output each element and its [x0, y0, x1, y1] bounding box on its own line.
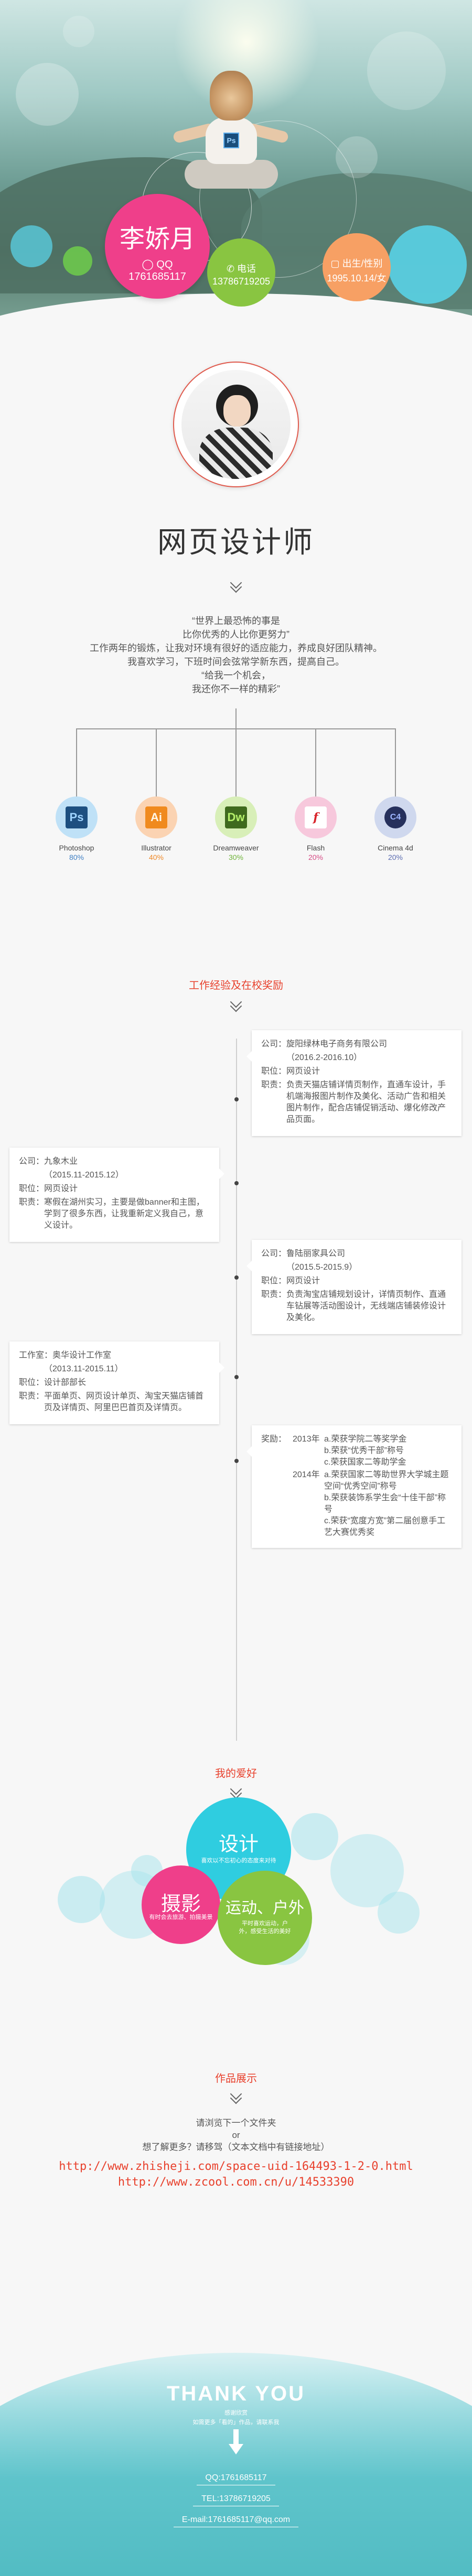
arrow-down-icon	[229, 2429, 243, 2459]
phone-circle: ✆ 电话 13786719205	[207, 238, 275, 307]
qq-icon: ◯	[142, 259, 157, 270]
chevron-down-icon	[230, 583, 242, 590]
experience-card-3: 公司：鲁陆丽家具公司 （2015.5-2015.9） 职位：网页设计 职责：负责…	[246, 1240, 462, 1334]
birth-gender: 1995.10.14/女	[327, 273, 387, 283]
link-zhisheji[interactable]: http://www.zhisheji.com/space-uid-164493…	[59, 2160, 413, 2173]
deco-bubble	[388, 225, 467, 304]
meditating-lion-figure: Ps	[172, 71, 289, 194]
hobby-outdoor: 运动、户外 平时喜欢运动，户外，感受生活的美好	[218, 1871, 312, 1965]
cinema4d-icon: C4	[384, 806, 406, 828]
timeline-dot	[234, 1459, 239, 1463]
timeline-dot	[234, 1275, 239, 1280]
self-intro: “世界上最恐怖的事是 比你优秀的人比你更努力” 工作两年的锻炼，让我对环境有很好…	[90, 616, 382, 694]
awards-card: 奖励： 2013年 a.荣获学院二等奖学金 b.荣获“优秀干部”称号 c.荣获国…	[246, 1425, 462, 1548]
deco-bubble	[378, 1892, 420, 1934]
works-block: 请浏览下一个文件夹 or 想了解更多？请移驾（文本文档中有链接地址） http:…	[0, 2117, 472, 2190]
page-title: 网页设计师	[157, 526, 315, 559]
timeline-dot	[234, 1375, 239, 1379]
flash-icon: f	[305, 806, 327, 828]
experience-title: 工作经验及在校奖励	[189, 980, 283, 991]
deco-bubble	[63, 16, 94, 47]
thank-you: THANK YOU	[166, 2382, 306, 2405]
chevron-down-icon	[230, 1002, 242, 1009]
contact-email[interactable]: E-mail:1761685117@qq.com	[0, 2515, 472, 2527]
hobby-photography: 摄影 有时会去旅游、拍摄美景	[142, 1865, 220, 1944]
hobbies-area: 设计 喜欢以不忘初心的态度来对待 摄影 有时会去旅游、拍摄美景 运动、户外 平时…	[0, 1792, 472, 1981]
deco-bubble	[199, 121, 357, 278]
hobbies-title: 我的爱好	[215, 1768, 257, 1780]
photoshop-badge-icon: Ps	[223, 133, 239, 148]
dreamweaver-icon: Dw	[225, 806, 247, 828]
experience-card-1: 公司：旋阳绿林电子商务有限公司 （2016.2-2016.10） 职位：网页设计…	[246, 1030, 462, 1136]
works-title: 作品展示	[215, 2073, 257, 2084]
chevron-down-icon	[230, 2094, 242, 2101]
footer-sea	[0, 2353, 472, 2576]
deco-bubble	[10, 225, 52, 267]
phone-number: 13786719205	[212, 276, 271, 287]
deco-bubble	[58, 1876, 105, 1923]
deco-bubble	[16, 63, 79, 126]
deco-bubble	[291, 1813, 338, 1860]
contact-tel: TEL:13786719205	[0, 2494, 472, 2506]
footer: THANK YOU 感谢欣赏 如需更多「看的」作品，请联系我 QQ:176168…	[0, 2332, 472, 2576]
deco-bubble	[63, 246, 92, 276]
phone-icon: ✆	[226, 264, 238, 274]
lion-head	[210, 71, 253, 121]
tree-trunk	[235, 708, 237, 728]
person-name: 李娇月	[119, 225, 195, 253]
timeline-dot	[234, 1097, 239, 1101]
timeline-dot	[234, 1181, 239, 1185]
contact-qq: QQ:1761685117	[0, 2473, 472, 2485]
experience-card-2: 公司：九象木业 （2015.11-2015.12） 职位：网页设计 职责：寒假在…	[9, 1148, 224, 1242]
photoshop-icon: Ps	[66, 806, 88, 828]
birth-circle: ▢ 出生/性别 1995.10.14/女	[323, 233, 391, 301]
deco-bubble	[367, 31, 446, 110]
hero-banner: Ps	[0, 0, 472, 335]
illustrator-icon: Ai	[145, 806, 167, 828]
calendar-icon: ▢	[330, 258, 342, 269]
link-zcool[interactable]: http://www.zcool.com.cn/u/14533390	[117, 2176, 355, 2189]
avatar	[173, 362, 299, 487]
timeline-line	[236, 1039, 237, 1741]
experience-card-4: 工作室：奥华设计工作室 （2013.11-2015.11） 职位：设计部部长 职…	[9, 1341, 224, 1424]
